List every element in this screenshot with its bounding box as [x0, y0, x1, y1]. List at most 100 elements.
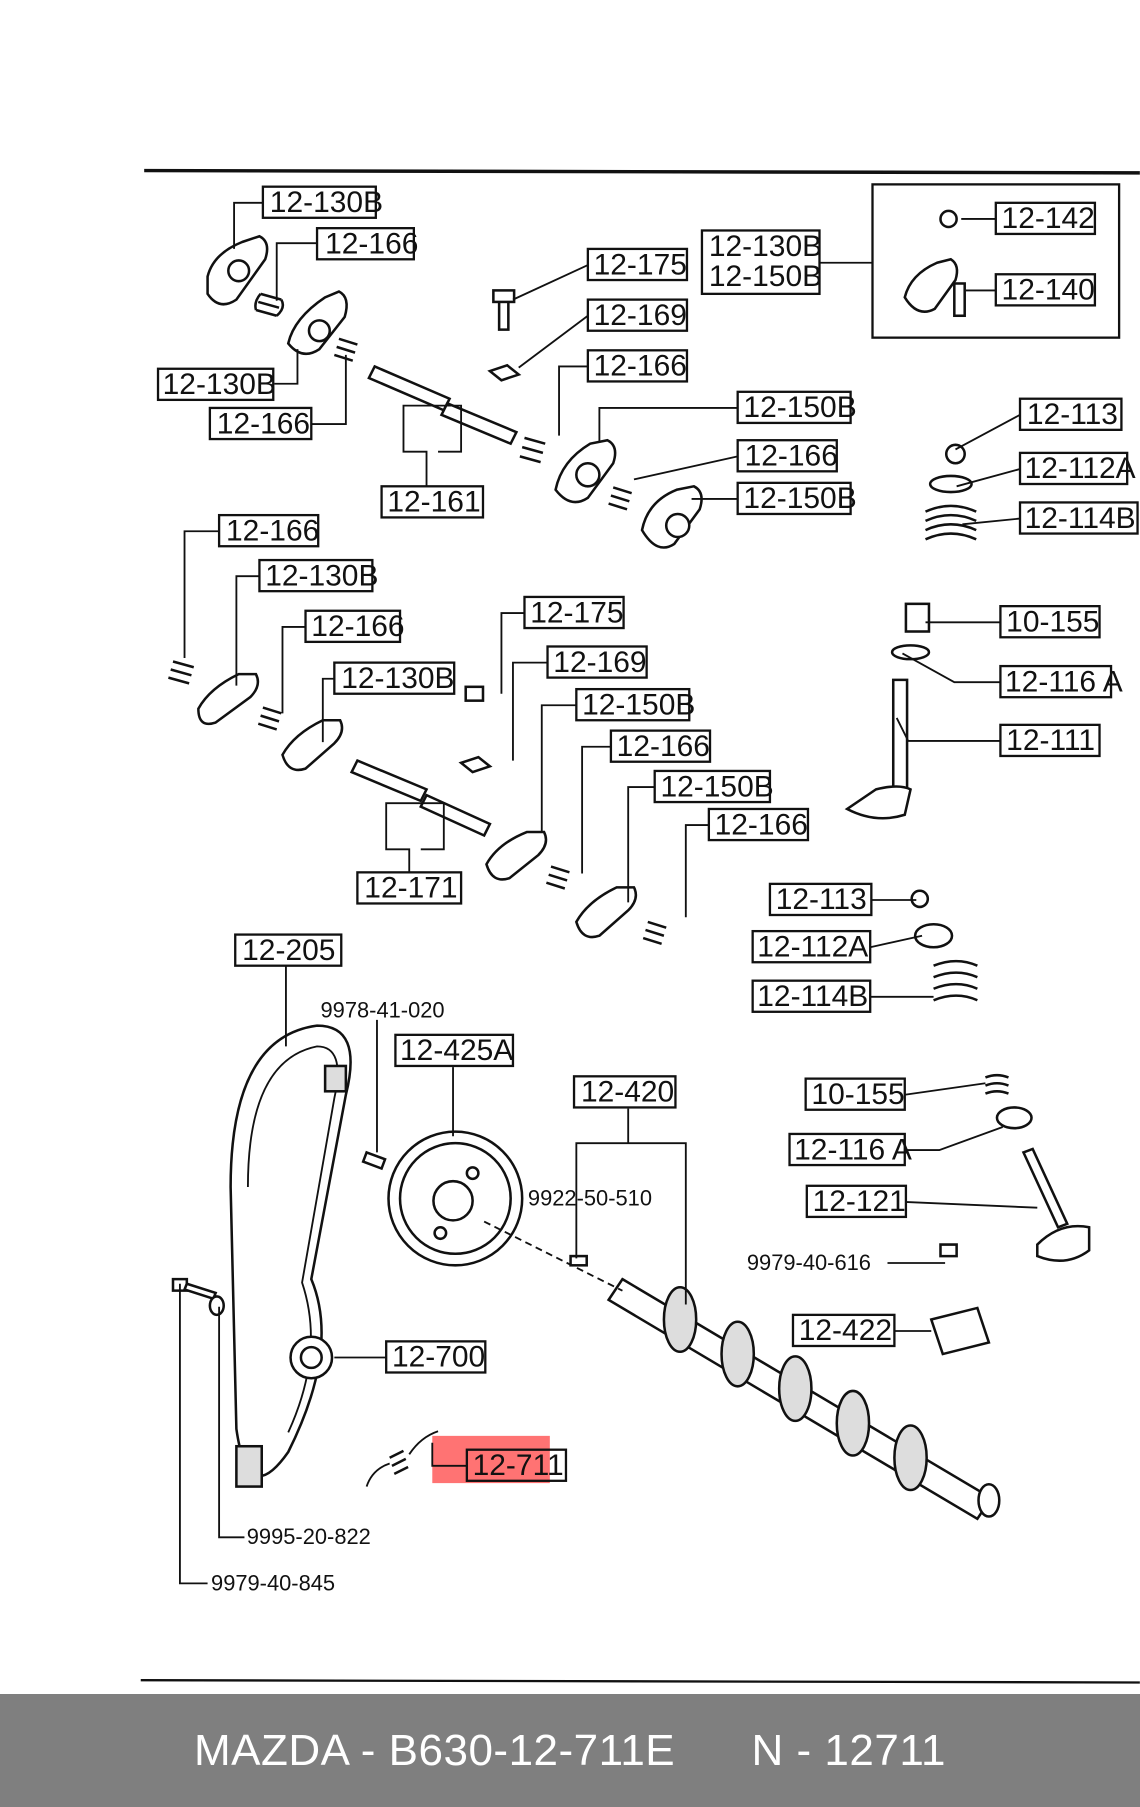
middle-valve-parts [910, 889, 1091, 1262]
callout-text: 12-130B [265, 559, 378, 592]
callout-text: 10-155 [1006, 606, 1099, 639]
callout-text: 12-142 [1002, 202, 1095, 235]
highlight-12-711 [432, 1435, 550, 1484]
callout-text: 12-150B [743, 482, 856, 515]
callout: 12-113 [768, 882, 873, 916]
callout: 12-112A [751, 929, 872, 963]
callout-text: 12-425A [400, 1034, 513, 1067]
part-number: 9979-40-616 [747, 1250, 871, 1275]
callout: 12-422 [791, 1313, 896, 1347]
callout-text: 12-420 [581, 1076, 674, 1109]
callout: 12-150B [736, 481, 857, 515]
callout: 12-130B [261, 185, 383, 219]
callout-text: 12-205 [242, 934, 335, 967]
callout: 12-114B [1018, 501, 1139, 535]
parts-diagram: 12-130B 12-166 12-175 12-169 12-166 12-1… [140, 168, 1140, 1684]
callout: 12-150B [736, 390, 857, 424]
callout: 12-175 [586, 247, 689, 281]
callout-text: 12-114B [757, 980, 868, 1013]
callout: 10-155 [999, 604, 1101, 639]
callout-text: 12-121 [813, 1185, 906, 1218]
callout: 12-130B [333, 661, 456, 695]
callout: 12-700 [385, 1340, 487, 1374]
callout: 12-114B [751, 979, 872, 1013]
callout: 12-420 [572, 1075, 677, 1109]
callout-text: 12-161 [387, 486, 480, 519]
part-number: 9922-50-510 [528, 1185, 652, 1210]
callout-text: 12-116 A [1005, 665, 1123, 698]
callout-text: 12-422 [799, 1314, 892, 1347]
callout-text: 12-113 [776, 883, 867, 916]
upper-rocker-assembly [206, 209, 966, 549]
callout: 12-130B [156, 367, 276, 401]
callout: 12-205 [234, 933, 343, 967]
callout-text: 12-166 [325, 228, 418, 261]
callout-text: 12-150B [582, 688, 695, 721]
callout-text: 12-112A [1025, 452, 1136, 485]
callout: 12-166 [315, 227, 418, 261]
callout: 12-150B [653, 769, 774, 803]
callout: 12-166 [217, 513, 320, 547]
cam-pulley [361, 1130, 524, 1267]
top-rule [144, 168, 1140, 175]
inset-box [871, 183, 1121, 339]
part-number: 9979-40-845 [211, 1570, 335, 1595]
callout: 12-166 [736, 439, 838, 473]
callout-text: 12-130B [270, 186, 383, 219]
callout-12-711: 12-711 [465, 1448, 568, 1482]
callout: 10-155 [804, 1077, 906, 1111]
part-footer: MAZDA - B630-12-711E N - 12711 [0, 1694, 1140, 1807]
callout: 12-121 [805, 1184, 908, 1218]
part-number: 9978-41-020 [321, 998, 445, 1023]
callout-text: 12-113 [1027, 398, 1118, 431]
callout-text: 12-166 [311, 610, 404, 643]
callout-text: 12-130B [709, 230, 822, 263]
callout-text: 12-175 [530, 596, 623, 629]
callout: 12-166 [304, 609, 405, 643]
callout-text: 12-150B [743, 391, 856, 424]
callout: 12-171 [356, 871, 463, 905]
callout-text: 12-171 [364, 872, 457, 905]
callout-text: 12-711 [473, 1449, 564, 1482]
callout-text: 12-166 [745, 440, 838, 473]
callout-text: 10-155 [811, 1078, 904, 1111]
callout-text: 12-130B [163, 368, 276, 401]
footer-part-code: MAZDA - B630-12-711E [193, 1725, 676, 1775]
callout-text: 12-150B [660, 770, 773, 803]
callout: 12-116 A [788, 1132, 912, 1166]
callout-text: 12-166 [594, 350, 687, 383]
callout: 12-166 [609, 729, 712, 763]
middle-rocker-assembly [168, 660, 667, 946]
callout-text: 12-130B [341, 662, 454, 695]
callout-labels: 12-130B 12-166 12-175 12-169 12-166 12-1… [156, 185, 1139, 1595]
callout-text: 12-166 [226, 514, 319, 547]
bottom-rule [140, 1679, 1140, 1684]
callout-text: 12-111 [1006, 724, 1095, 757]
callout-text: 12-116 A [794, 1133, 912, 1166]
callout: 12-116 A [999, 664, 1123, 698]
callout: 12-166 [707, 807, 810, 841]
camshaft [483, 1220, 1001, 1521]
callout-text: 12-166 [617, 730, 710, 763]
callout-text: 12-150B [709, 260, 822, 293]
callout-text: 12-175 [594, 248, 687, 281]
footer-spacer [675, 1726, 751, 1776]
upper-valve-parts [844, 443, 977, 820]
callout-text: 12-166 [715, 808, 808, 841]
callout-text: 12-169 [553, 646, 646, 679]
callout: 12-166 [208, 406, 313, 440]
callout: 12-161 [380, 485, 485, 519]
timing-belt [229, 1024, 352, 1488]
callout: 12-169 [586, 298, 689, 332]
callout: 12-425A [394, 1033, 515, 1067]
callout: 12-130B [258, 558, 378, 592]
callout-text: 12-169 [594, 299, 687, 332]
callout: 12-175 [523, 595, 625, 629]
callout: 12-140 [994, 273, 1097, 307]
callout: 12-150B [575, 687, 695, 721]
callout-text: 12-112A [757, 930, 868, 963]
callout: 12-113 [1018, 397, 1123, 431]
callout: 12-166 [586, 349, 689, 383]
leader-lines [178, 201, 1038, 1585]
